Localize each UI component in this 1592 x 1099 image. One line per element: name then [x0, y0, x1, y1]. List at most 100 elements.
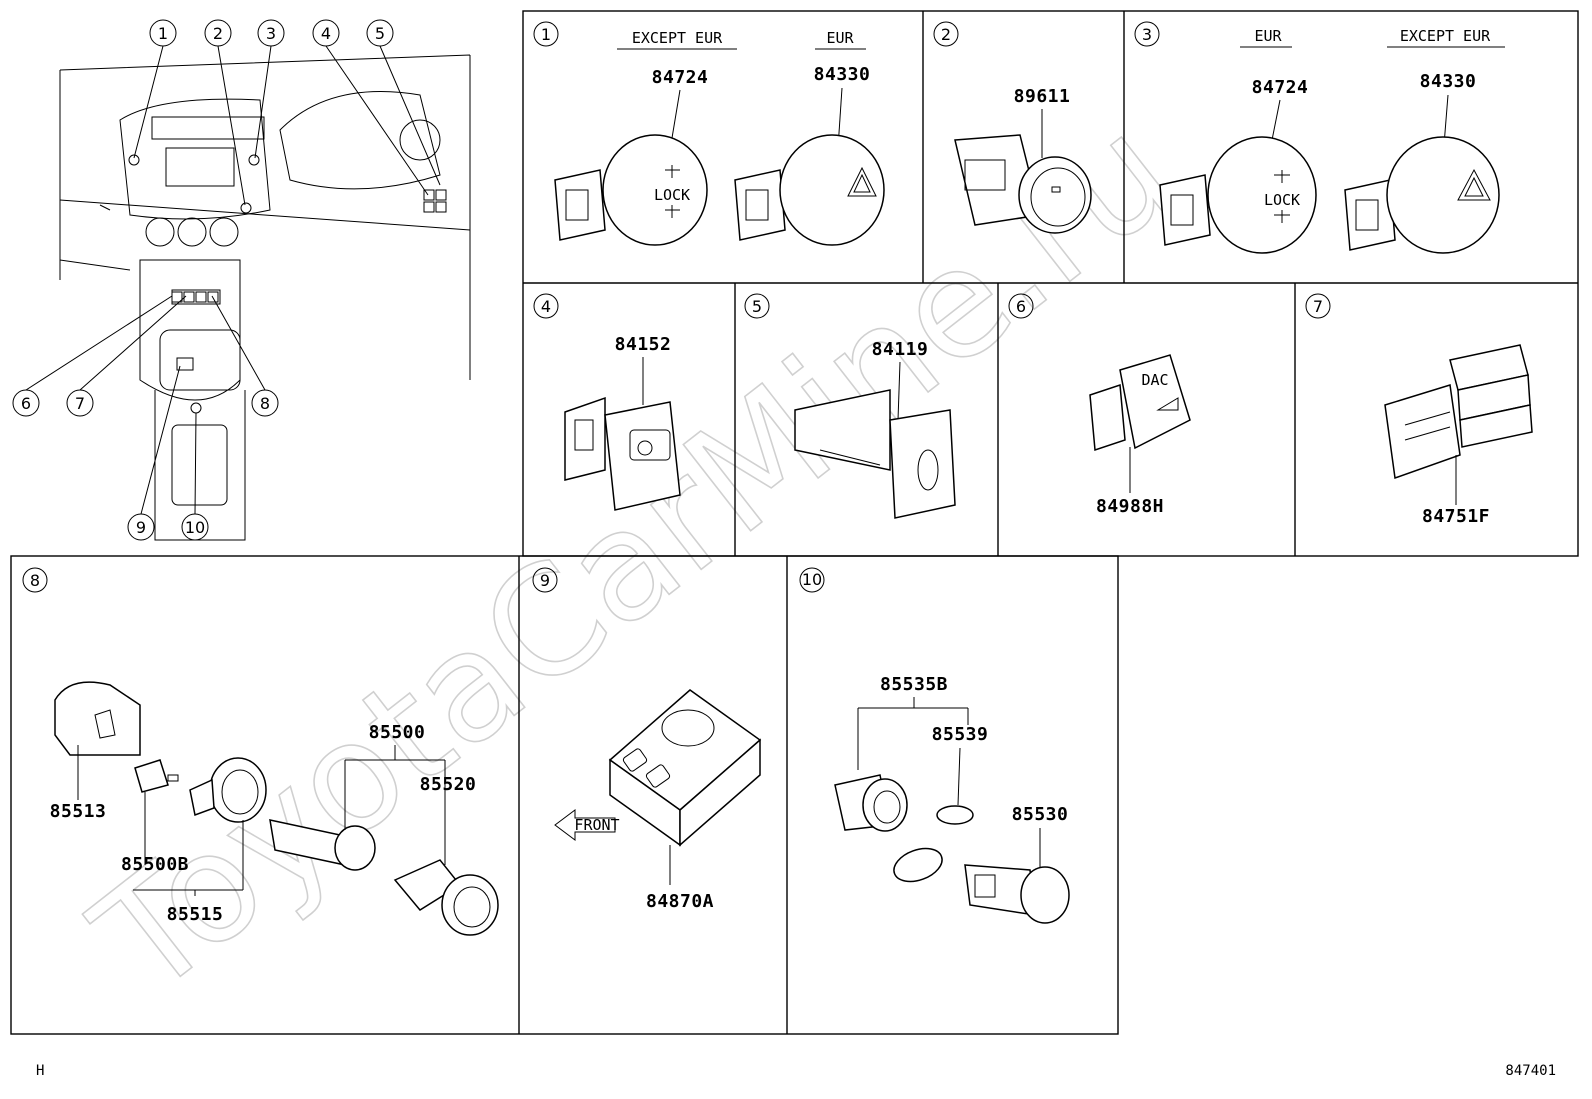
panel-5: 5 84119 [744, 293, 956, 519]
svg-text:3: 3 [266, 24, 276, 43]
dashboard-overview [59, 54, 471, 541]
socket-85500 [269, 819, 376, 871]
svg-text:6: 6 [1016, 297, 1026, 316]
part-89611: 89611 [1014, 86, 1071, 107]
svg-text:9: 9 [540, 571, 550, 590]
socket-cap-85513 [54, 681, 141, 756]
svg-text:3: 3 [1142, 25, 1152, 44]
callout-9: 9 [127, 513, 155, 541]
mirror-adjust-switch [564, 396, 681, 511]
svg-text:7: 7 [1313, 297, 1323, 316]
front-arrow: FRONT [554, 809, 620, 841]
callout-6: 6 [12, 389, 40, 417]
svg-text:2: 2 [941, 25, 951, 44]
callout-10: 10 [181, 513, 209, 541]
part-85535B: 85535B [880, 674, 948, 695]
part-84119: 84119 [872, 339, 929, 360]
lighter-85520 [393, 859, 499, 936]
svg-text:5: 5 [752, 297, 762, 316]
svg-text:LOCK: LOCK [1264, 191, 1300, 209]
part-84751F: 84751F [1422, 506, 1490, 527]
caption-eur-p3: EUR [1254, 27, 1282, 45]
bulb-85500B [134, 759, 179, 793]
callout-7: 7 [66, 389, 94, 417]
footer-right: 847401 [1505, 1063, 1556, 1079]
caption-eur: EUR [826, 29, 854, 47]
dac-switch: DAC [1089, 354, 1191, 452]
seat-heater-switch [1384, 344, 1533, 480]
part-84724: 84724 [652, 67, 709, 88]
socket-85530 [964, 864, 1070, 924]
push-start-switch [954, 134, 1092, 234]
panel-9: 9 FRONT 84870A [532, 567, 762, 912]
part-85500B: 85500B [121, 854, 189, 875]
part-85520: 85520 [420, 774, 477, 795]
panel-3: 3 EUR EXCEPT EUR 84724 84330 LOCK [1134, 21, 1505, 254]
panel-2: 2 89611 [933, 21, 1092, 234]
part-85515: 85515 [167, 904, 224, 925]
cap-85539 [936, 805, 974, 825]
panel-frames [10, 10, 1579, 1035]
part-84152: 84152 [615, 334, 672, 355]
front-label: FRONT [574, 816, 619, 834]
panel-1: 1 EXCEPT EUR EUR 84724 84330 LOCK [533, 21, 885, 246]
panel-7: 7 84751F [1305, 293, 1533, 527]
part-84870A: 84870A [646, 891, 714, 912]
callout-8: 8 [251, 389, 279, 417]
svg-text:4: 4 [321, 24, 331, 43]
svg-text:6: 6 [21, 394, 31, 413]
panel-4-number: 4 [533, 293, 559, 319]
panel-6: 6 DAC 84988H [1008, 293, 1191, 517]
panel-3-number: 3 [1134, 21, 1160, 47]
part-85513: 85513 [50, 801, 107, 822]
panel-10: 10 85535B 85539 85530 [799, 567, 1070, 924]
svg-text:8: 8 [260, 394, 270, 413]
part-85530: 85530 [1012, 804, 1069, 825]
panel-5-number: 5 [744, 293, 770, 319]
panel-4: 4 84152 [533, 293, 681, 511]
switch-4wd-lock: LOCK [554, 134, 708, 246]
callout-3: 3 [257, 19, 285, 47]
svg-text:7: 7 [75, 394, 85, 413]
callout-5: 5 [366, 19, 394, 47]
part-84724-p3: 84724 [1252, 77, 1309, 98]
svg-text:1: 1 [541, 25, 551, 44]
callout-1: 1 [149, 19, 177, 47]
svg-text:8: 8 [30, 571, 40, 590]
svg-text:5: 5 [375, 24, 385, 43]
dimmer-switch [794, 389, 956, 519]
part-84330-p3: 84330 [1420, 71, 1477, 92]
svg-text:1: 1 [158, 24, 168, 43]
part-84330: 84330 [814, 64, 871, 85]
callout-2: 2 [204, 19, 232, 47]
overview-callouts: 1 2 3 4 5 6 7 8 9 10 [12, 19, 441, 541]
svg-text:4: 4 [541, 297, 551, 316]
svg-text:2: 2 [213, 24, 223, 43]
panel-1-number: 1 [533, 21, 559, 47]
part-85500: 85500 [369, 722, 426, 743]
panel-8: 8 85513 85500B 85515 85500 [22, 567, 499, 936]
svg-text:10: 10 [185, 518, 205, 537]
switch-hazard-p3 [1344, 136, 1500, 254]
panel-7-number: 7 [1305, 293, 1331, 319]
svg-text:10: 10 [802, 570, 822, 589]
switch-4wd-lock-p3: LOCK [1159, 136, 1317, 254]
svg-text:LOCK: LOCK [654, 186, 690, 204]
ring-85515 [189, 757, 267, 823]
dac-label: DAC [1141, 371, 1168, 389]
panel-2-number: 2 [933, 21, 959, 47]
caption-except-eur-p3: EXCEPT EUR [1400, 27, 1491, 45]
panel-6-number: 6 [1008, 293, 1034, 319]
part-84988H: 84988H [1096, 496, 1164, 517]
socket-85535B [834, 774, 943, 883]
panel-8-number: 8 [22, 567, 48, 593]
part-85539: 85539 [932, 724, 989, 745]
svg-text:9: 9 [136, 518, 146, 537]
mirror-switch-84870A [608, 689, 762, 847]
panel-10-number: 10 [799, 567, 825, 593]
caption-except-eur: EXCEPT EUR [632, 29, 723, 47]
panel-9-number: 9 [532, 567, 558, 593]
switch-hazard [734, 134, 885, 246]
footer-left: H [36, 1063, 44, 1079]
